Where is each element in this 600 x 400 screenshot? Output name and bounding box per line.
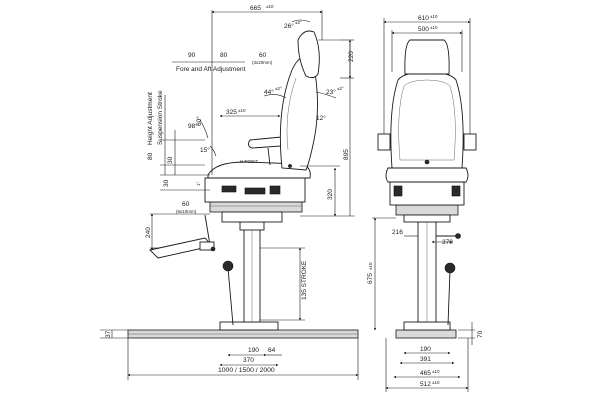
svg-text:±10: ±10 — [430, 25, 438, 30]
svg-text:325: 325 — [226, 109, 237, 116]
svg-text:±10: ±10 — [430, 14, 438, 19]
svg-text:465: 465 — [420, 370, 431, 377]
label-fore-aft: Fore and Aft Adjustment — [176, 66, 246, 73]
label-135-stroke: 135 STROKE — [301, 260, 308, 300]
label-h-point: H POINT — [240, 159, 259, 164]
front-slide-rail — [395, 204, 459, 216]
svg-text:(3x20mm): (3x20mm) — [252, 60, 273, 65]
svg-text:60°: 60° — [195, 116, 203, 126]
front-base — [395, 329, 457, 339]
svg-text:±10: ±10 — [266, 4, 274, 9]
svg-text:391: 391 — [420, 356, 431, 363]
svg-text:675: 675 — [367, 273, 374, 284]
labels: 665 ±10 26° ±2° 90 80 60 (3x20mm) Fore a… — [105, 4, 484, 388]
svg-text:610: 610 — [418, 15, 429, 22]
label-665: 665 — [250, 5, 261, 12]
svg-text:60: 60 — [182, 201, 190, 208]
front-backrest — [390, 71, 464, 169]
svg-text:±10: ±10 — [238, 108, 246, 113]
svg-text:23°: 23° — [326, 88, 336, 96]
svg-text:30: 30 — [167, 156, 174, 164]
svg-text:370: 370 — [442, 239, 453, 246]
svg-text:±10: ±10 — [432, 369, 440, 374]
svg-text:370: 370 — [243, 357, 254, 364]
svg-text:64: 64 — [268, 347, 276, 354]
svg-text:37: 37 — [105, 330, 112, 338]
svg-text:220: 220 — [348, 51, 355, 62]
svg-text:15°: 15° — [200, 146, 210, 154]
front-armrest-left — [377, 133, 391, 151]
svg-text:1°: 1° — [196, 181, 201, 186]
front-view — [377, 39, 477, 339]
svg-text:70: 70 — [477, 330, 484, 338]
svg-text:(6x10mm): (6x10mm) — [176, 209, 197, 214]
side-base-plate — [219, 321, 279, 331]
svg-text:44°: 44° — [264, 88, 274, 96]
side-pedal-knob — [222, 260, 234, 272]
front-dimensions — [372, 18, 475, 392]
svg-text:80: 80 — [147, 152, 154, 160]
headrest — [297, 30, 320, 79]
svg-text:±10: ±10 — [368, 262, 373, 270]
label-height-adjustment: Height Adjustment — [147, 92, 154, 145]
svg-text:±2°: ±2° — [275, 86, 282, 91]
svg-text:512: 512 — [420, 381, 431, 388]
label-angle-26: 26° — [284, 22, 294, 30]
front-headrest — [404, 39, 450, 75]
side-view — [127, 30, 359, 339]
svg-text:216: 216 — [392, 229, 403, 236]
svg-text:30: 30 — [163, 179, 170, 187]
svg-text:±2°: ±2° — [295, 20, 302, 25]
svg-text:190: 190 — [248, 347, 259, 354]
front-pedal-knob — [444, 262, 456, 274]
svg-text:240: 240 — [145, 227, 152, 238]
svg-text:±2°: ±2° — [337, 86, 344, 91]
svg-text:98°: 98° — [188, 122, 198, 130]
svg-text:190: 190 — [420, 346, 431, 353]
svg-text:60: 60 — [259, 52, 267, 59]
front-seat-cushion — [385, 167, 469, 183]
svg-text:80: 80 — [220, 52, 228, 59]
label-suspension-stroke: Suspension Stroke — [157, 90, 164, 145]
svg-text:895: 895 — [343, 149, 350, 160]
label-base-length: 1000 / 1500 / 2000 — [218, 367, 275, 374]
side-dimensions — [100, 10, 359, 380]
svg-text:12°: 12° — [316, 114, 326, 122]
svg-text:500: 500 — [418, 26, 429, 33]
svg-text:90: 90 — [188, 52, 196, 59]
svg-text:±10: ±10 — [432, 380, 440, 385]
svg-text:320: 320 — [327, 189, 334, 200]
front-armrest-right — [463, 133, 477, 151]
